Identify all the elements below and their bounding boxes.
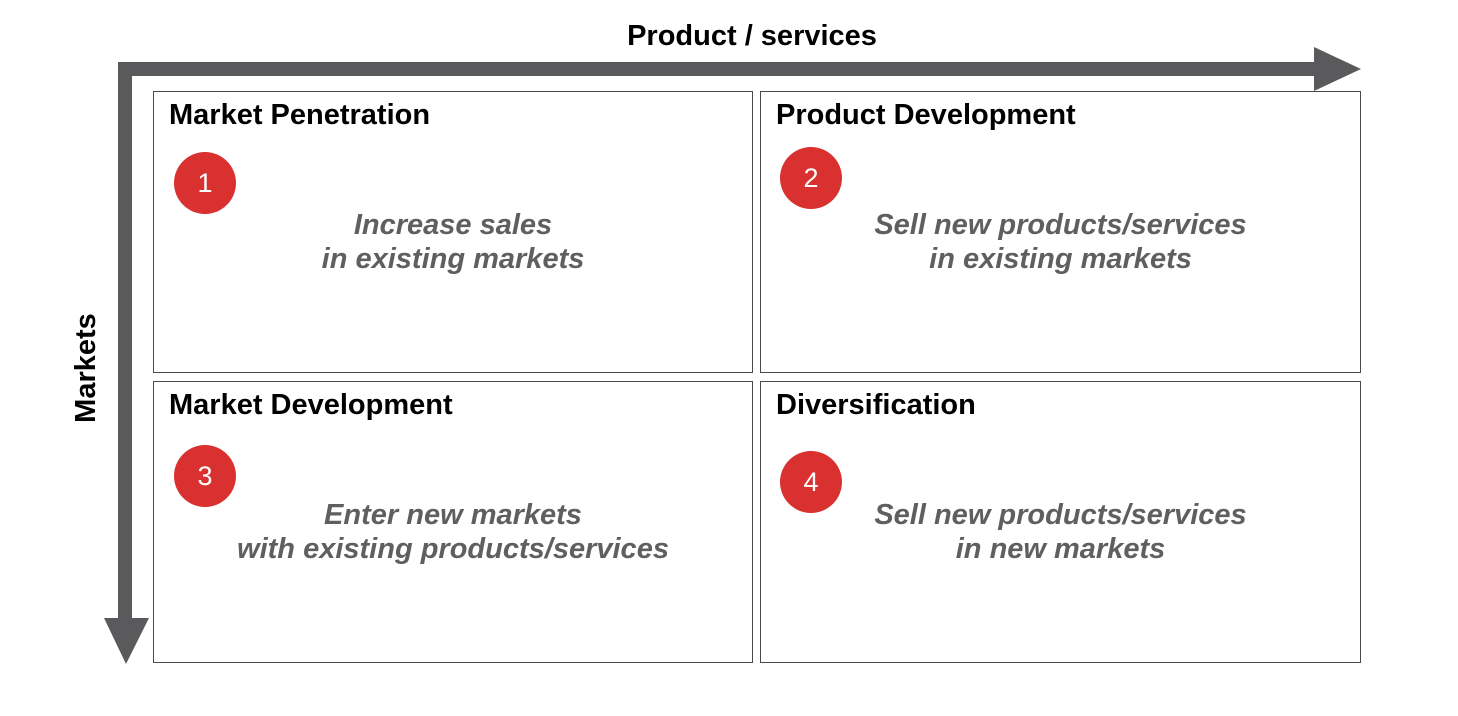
number-badge: 1 [174,152,236,214]
x-axis-title: Product / services [627,20,877,52]
y-axis-arrow [104,62,149,664]
description-line: Sell new products/services [874,209,1247,241]
quadrant-title: Market Development [169,389,453,421]
quadrant-product-development: Product Development 2 Sell new products/… [760,91,1361,373]
quadrant-market-penetration: Market Penetration 1 Increase sales in e… [153,91,753,373]
quadrant-description: Sell new products/services in new market… [761,498,1360,566]
description-line: with existing products/services [237,533,669,565]
y-axis-title: Markets [70,313,102,423]
quadrant-title: Diversification [776,389,976,421]
description-line: Enter new markets [324,499,582,531]
quadrant-title: Product Development [776,99,1076,131]
description-line: Increase sales [353,209,553,241]
quadrant-title: Market Penetration [169,99,431,131]
quadrant-description: Sell new products/services in existing m… [761,208,1360,276]
quadrant-market-development: Market Development 3 Enter new markets w… [153,381,753,663]
quadrant-description: Increase sales in existing markets [154,208,752,276]
number-badge: 3 [174,445,236,507]
quadrant-diversification: Diversification 4 Sell new products/serv… [760,381,1361,663]
description-line: Sell new products/services [874,499,1247,531]
number-badge: 2 [780,147,842,209]
description-line: in existing markets [929,243,1192,275]
description-line: in new markets [955,533,1166,565]
number-badge: 4 [780,451,842,513]
description-line: in existing markets [321,243,585,275]
quadrant-description: Enter new markets with existing products… [154,498,752,566]
